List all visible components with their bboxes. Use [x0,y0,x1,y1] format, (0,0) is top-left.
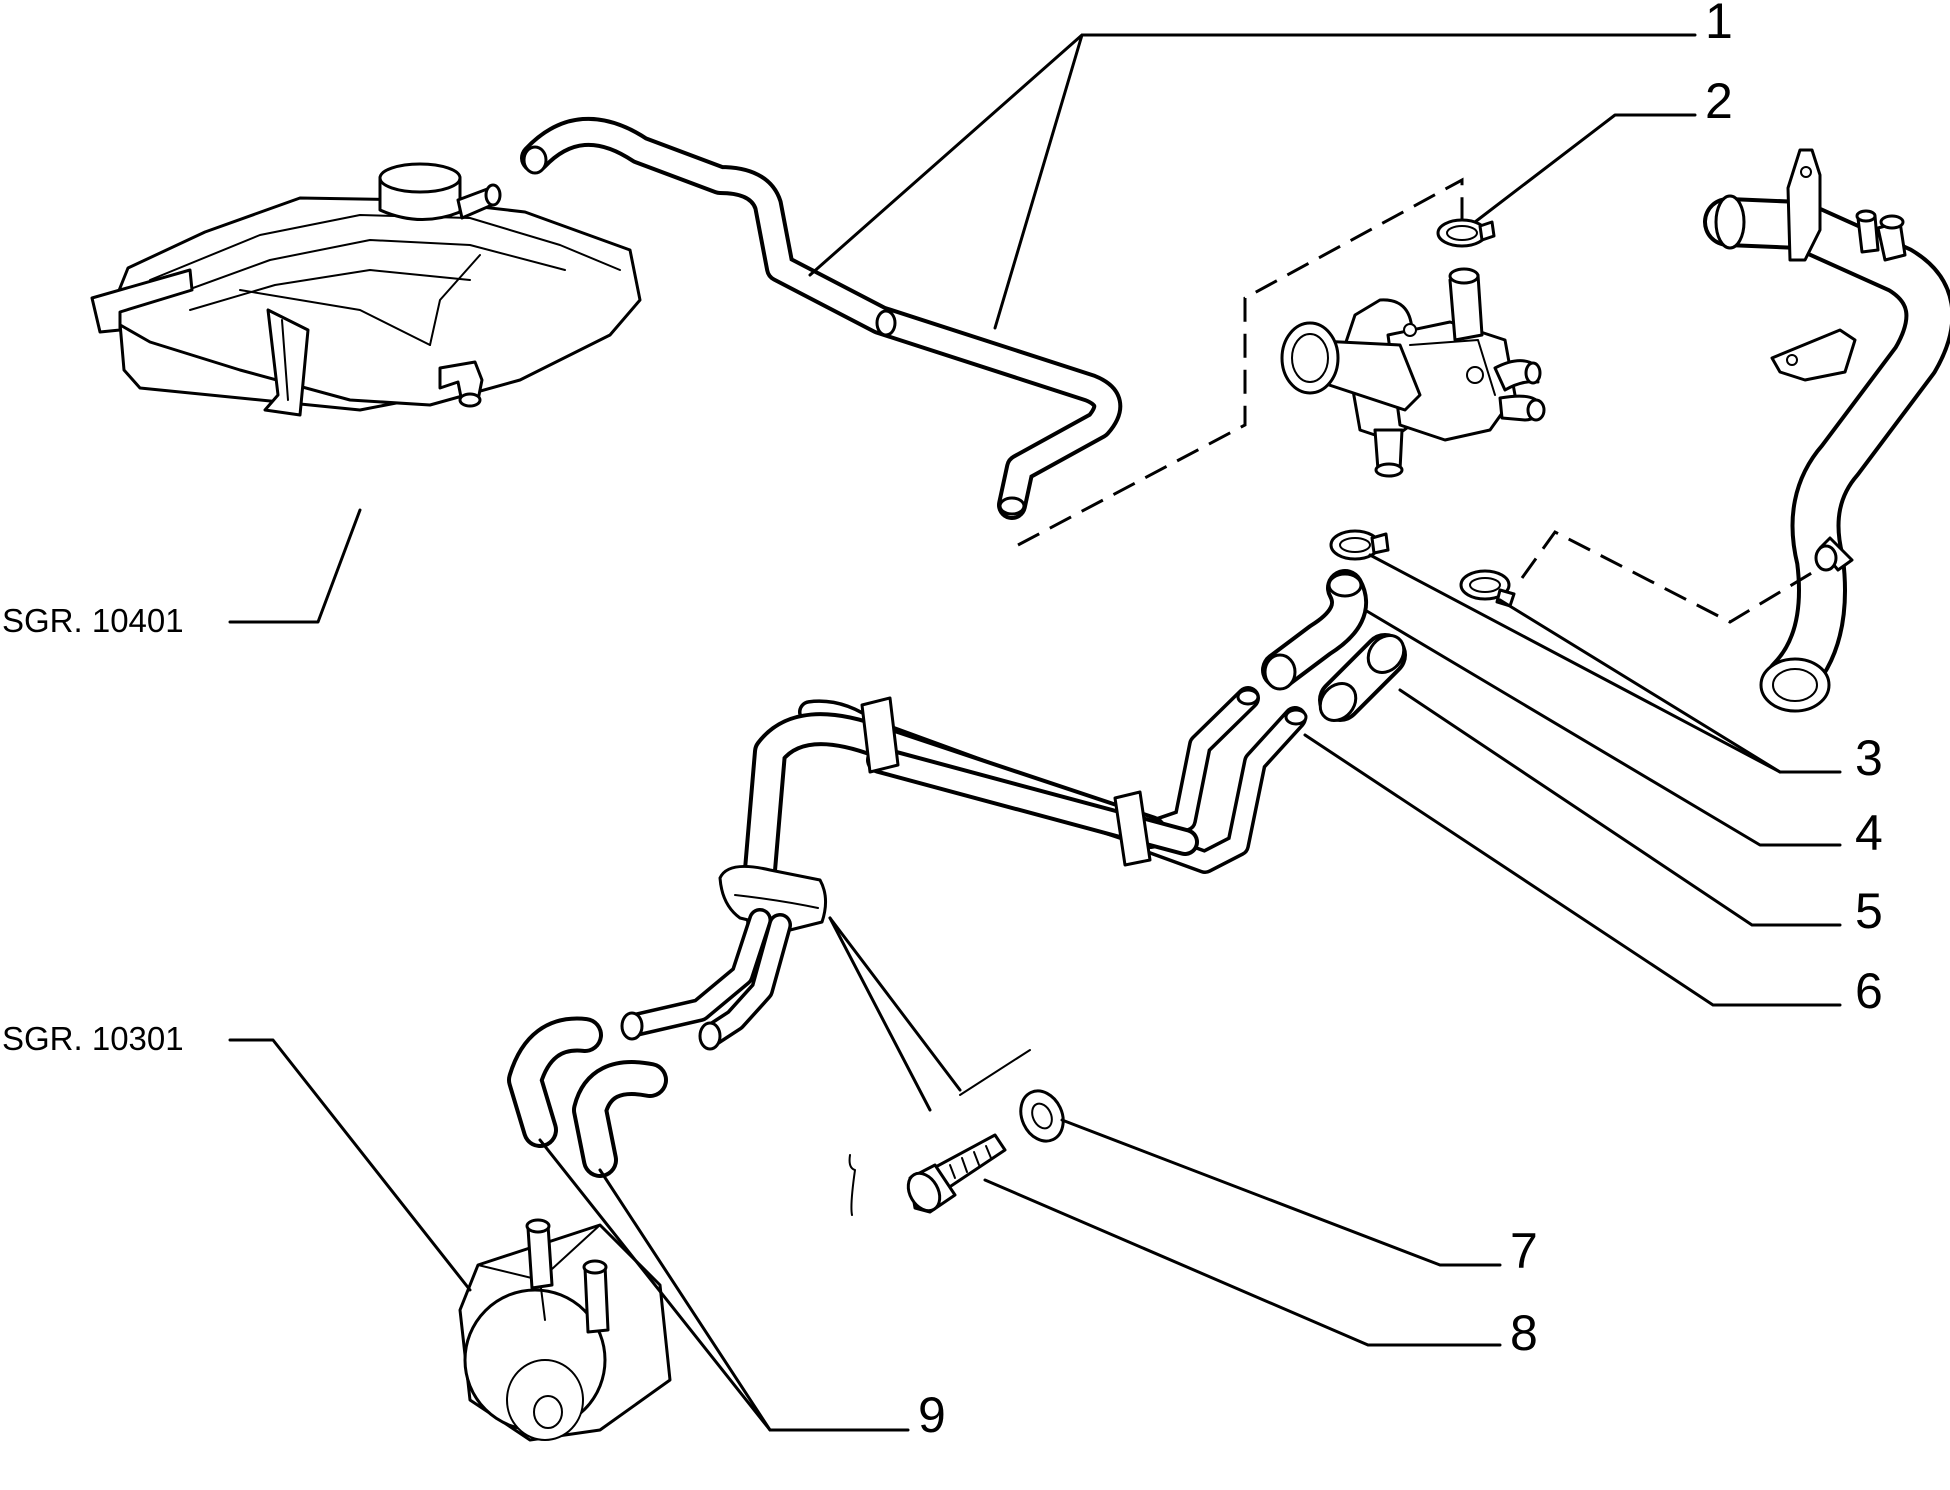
hose-4 [1261,569,1368,691]
hose-9 [507,1016,668,1178]
assembly-dashed-line-thermostat [1017,177,1464,547]
reference-oil-cooler: SGR. 10301 [2,1020,184,1057]
mounting-reference-line [848,1049,1031,1216]
thermostat-housing [1280,267,1546,478]
hose-1 [520,116,1123,520]
callout-4: 4 [1855,805,1883,861]
clamp-2 [1436,218,1496,248]
callout-9: 9 [918,1387,946,1443]
callout-7: 7 [1510,1223,1538,1279]
bolt-8 [906,1133,1007,1214]
coolant-outlet-pipe [1703,148,1950,713]
assembly-dashed-line-outlet [1520,530,1821,624]
callout-labels: 1 2 3 4 5 6 7 8 9 SGR. 10401 SGR. 10301 [2,0,1883,1443]
callout-8: 8 [1510,1305,1538,1361]
reference-expansion-tank: SGR. 10401 [2,602,184,639]
callout-6: 6 [1855,963,1883,1019]
oil-cooler [458,1218,672,1442]
callout-1: 1 [1705,0,1733,49]
callout-5: 5 [1855,883,1883,939]
callout-3: 3 [1855,730,1883,786]
clamp-3-upper [1329,529,1390,561]
clamp-3-lower [1459,569,1516,608]
hose-5 [1318,633,1407,722]
expansion-tank [90,162,642,417]
washer-7 [1019,1089,1065,1143]
leader-lines [228,33,1842,1432]
main-coolant-pipe [620,686,1308,1051]
callout-2: 2 [1705,73,1733,129]
